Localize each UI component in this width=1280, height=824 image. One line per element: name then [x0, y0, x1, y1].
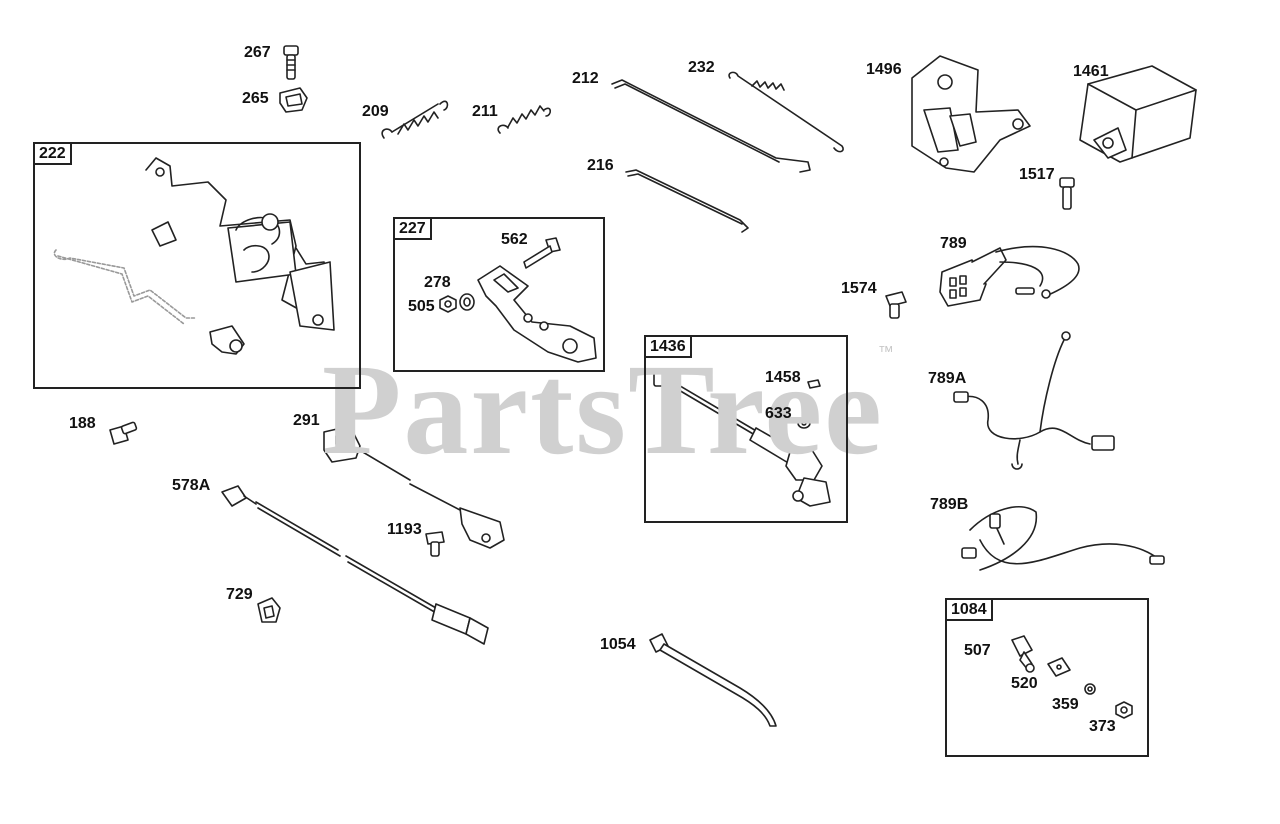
part-265-clip: [279, 87, 308, 113]
part-label-1496[interactable]: 1496: [866, 61, 902, 78]
part-1458-screw: [807, 379, 821, 389]
part-label-278[interactable]: 278: [424, 274, 451, 291]
part-789B-harness: [961, 506, 1165, 571]
part-209-spring: [381, 100, 449, 139]
part-278-washer: [459, 293, 475, 311]
watermark-text: PartsTree: [322, 338, 884, 482]
part-227-bracket: [477, 265, 597, 363]
part-1054-cable-tie: [649, 633, 777, 727]
part-633-washer: [797, 417, 811, 429]
group-box-1084: 1084: [945, 598, 1149, 757]
part-label-209[interactable]: 209: [362, 103, 389, 120]
part-label-359[interactable]: 359: [1052, 696, 1079, 713]
part-505-nut: [439, 295, 457, 313]
part-label-265[interactable]: 265: [242, 90, 269, 107]
part-label-291[interactable]: 291: [293, 412, 320, 429]
part-label-578A[interactable]: 578A: [172, 477, 211, 494]
part-1436-sensor: [653, 371, 831, 507]
part-1461-module: [1079, 65, 1197, 163]
part-212-rod: [611, 79, 811, 173]
part-1574-bolt: [885, 291, 907, 319]
part-789-connector: [939, 245, 1080, 307]
part-188-bolt: [109, 421, 138, 445]
part-578A-lead: [221, 485, 489, 645]
watermark: PartsTree™: [322, 344, 896, 476]
group-label-1436[interactable]: 1436: [646, 337, 692, 358]
group-label-222[interactable]: 222: [35, 144, 72, 165]
part-label-1458[interactable]: 1458: [765, 369, 801, 386]
part-label-789B[interactable]: 789B: [930, 496, 969, 513]
part-label-562[interactable]: 562: [501, 231, 528, 248]
part-1193-bolt: [425, 531, 445, 557]
part-267-bolt: [283, 45, 299, 80]
part-562-bolt: [523, 237, 561, 269]
part-label-216[interactable]: 216: [587, 157, 614, 174]
part-789A-harness: [953, 331, 1115, 470]
group-box-1436: 1436: [644, 335, 848, 523]
part-label-520[interactable]: 520: [1011, 675, 1038, 692]
part-label-212[interactable]: 212: [572, 70, 599, 87]
part-label-729[interactable]: 729: [226, 586, 253, 603]
group-label-227[interactable]: 227: [395, 219, 432, 240]
group-box-222: 222: [33, 142, 361, 389]
part-222-linkage-rod: [53, 249, 197, 325]
part-222-control-bracket: [145, 157, 335, 355]
part-291-sensor: [323, 425, 505, 549]
part-label-1517[interactable]: 1517: [1019, 166, 1055, 183]
part-label-211[interactable]: 211: [472, 103, 498, 120]
part-359-washer: [1084, 683, 1096, 695]
part-label-633[interactable]: 633: [765, 405, 792, 422]
part-232-spring-rod: [728, 71, 844, 153]
part-520-clip: [1047, 657, 1071, 677]
part-373-nut: [1115, 701, 1133, 719]
trademark-mark: ™: [877, 344, 896, 361]
part-label-505[interactable]: 505: [408, 298, 435, 315]
part-label-1054[interactable]: 1054: [600, 636, 636, 653]
part-label-789A[interactable]: 789A: [928, 370, 967, 387]
part-211-spring: [497, 105, 552, 134]
part-1517-bolt: [1059, 177, 1075, 210]
part-216-rod: [625, 169, 749, 233]
part-label-188[interactable]: 188: [69, 415, 96, 432]
part-label-232[interactable]: 232: [688, 59, 715, 76]
part-label-267[interactable]: 267: [244, 44, 271, 61]
part-1496-bracket: [911, 55, 1031, 173]
part-729-clip: [257, 597, 281, 623]
part-label-789[interactable]: 789: [940, 235, 967, 252]
part-label-507[interactable]: 507: [964, 642, 991, 659]
part-label-1574[interactable]: 1574: [841, 280, 877, 297]
part-label-373[interactable]: 373: [1089, 718, 1116, 735]
part-label-1461[interactable]: 1461: [1073, 63, 1109, 80]
group-label-1084[interactable]: 1084: [947, 600, 993, 621]
part-507-switch: [1011, 635, 1035, 673]
part-label-1193[interactable]: 1193: [387, 521, 422, 538]
group-box-227: 227: [393, 217, 605, 372]
